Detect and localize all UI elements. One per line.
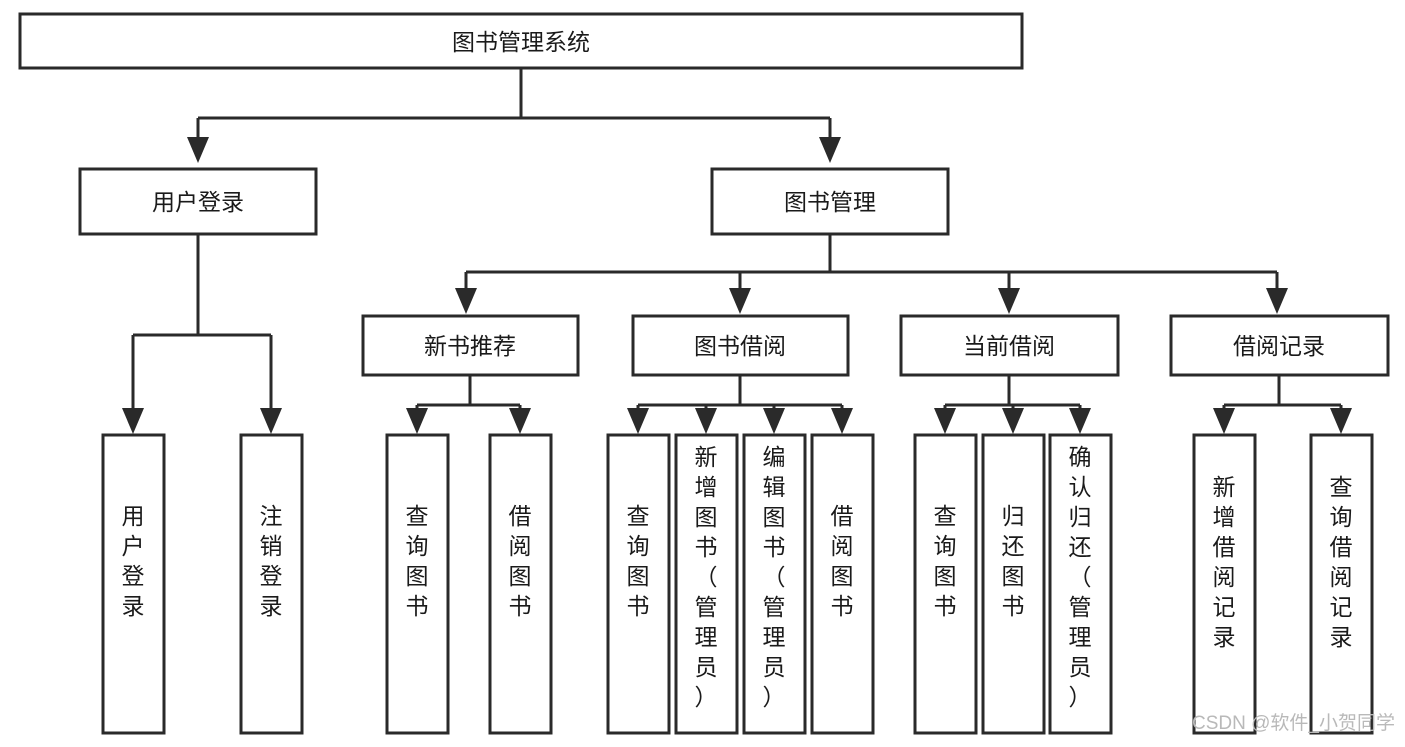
connector-group-current-borrow — [934, 375, 1091, 434]
connector-group-borrow-record — [1213, 375, 1352, 434]
arrow-bm-to-new-book-recommend — [455, 288, 477, 314]
node-leaf-user-login-label: 用户登录 — [122, 503, 145, 619]
arrow-cb-leaf-1 — [1002, 408, 1024, 434]
node-leaf-query-book-3-box[interactable] — [913, 433, 978, 735]
node-root-label: 图书管理系统 — [452, 29, 590, 55]
node-leaf-borrow-book-2[interactable]: 借阅图书 — [810, 433, 875, 735]
csdn-watermark: CSDN @软件_小贺同学 — [1192, 712, 1395, 734]
arrow-br-leaf-0 — [1213, 408, 1235, 434]
arrow-nbr-leaf-1 — [509, 408, 531, 434]
node-leaf-logout-box[interactable] — [239, 433, 304, 735]
connector-group-book-borrow — [627, 375, 853, 434]
node-leaf-return-book[interactable]: 归还图书 — [981, 433, 1046, 735]
node-book-management-box[interactable] — [710, 167, 950, 236]
node-leaf-add-record[interactable]: 新增借阅记录 — [1192, 433, 1257, 735]
node-current-borrow-box[interactable] — [899, 314, 1120, 377]
node-leaf-query-record-label: 查询借阅记录 — [1330, 474, 1353, 650]
node-leaf-add-book-box[interactable] — [674, 433, 739, 735]
node-new-book-recommend[interactable]: 新书推荐 — [361, 314, 580, 377]
node-leaf-edit-book[interactable]: 编辑图书（管理员） — [742, 433, 807, 735]
arrow-br-leaf-1 — [1330, 408, 1352, 434]
arrow-bm-to-current-borrow — [998, 288, 1020, 314]
arrow-user-login-leaf-0 — [122, 408, 144, 434]
connector-group-book-management — [455, 234, 1288, 314]
node-leaf-confirm-return-box[interactable] — [1048, 433, 1113, 735]
node-leaf-query-book-3[interactable]: 查询图书 — [913, 433, 978, 735]
connector-group-new-book-recommend — [406, 375, 531, 434]
node-user-login-label: 用户登录 — [152, 189, 244, 215]
arrow-bb-leaf-1 — [695, 408, 717, 434]
node-leaf-confirm-return-label: 确认归还（管理员） — [1069, 444, 1092, 710]
node-leaf-user-login-box[interactable] — [101, 433, 166, 735]
node-leaf-query-book-1[interactable]: 查询图书 — [385, 433, 450, 735]
node-user-login[interactable]: 用户登录 — [78, 167, 318, 236]
node-leaf-borrow-book-2-label: 借阅图书 — [831, 503, 854, 619]
node-leaf-user-login[interactable]: 用户登录 — [101, 433, 166, 735]
node-leaf-query-book-2-label: 查询图书 — [627, 503, 650, 619]
node-leaf-query-book-2-box[interactable] — [606, 433, 671, 735]
node-new-book-recommend-label: 新书推荐 — [424, 333, 516, 359]
arrow-bm-to-borrow-record — [1266, 288, 1288, 314]
node-book-borrow[interactable]: 图书借阅 — [631, 314, 850, 377]
node-leaf-query-record[interactable]: 查询借阅记录 — [1309, 433, 1374, 735]
connector-group-root — [187, 68, 841, 163]
node-leaf-logout-label: 注销登录 — [260, 503, 283, 619]
node-new-book-recommend-box[interactable] — [361, 314, 580, 377]
node-leaf-confirm-return[interactable]: 确认归还（管理员） — [1048, 433, 1113, 735]
node-book-borrow-box[interactable] — [631, 314, 850, 377]
node-borrow-record-box[interactable] — [1169, 314, 1390, 377]
node-leaf-query-book-3-label: 查询图书 — [934, 503, 957, 619]
node-root-box[interactable] — [18, 12, 1024, 70]
node-leaf-query-record-box[interactable] — [1309, 433, 1374, 735]
arrow-root-to-book-management — [819, 137, 841, 163]
arrow-bb-leaf-3 — [831, 408, 853, 434]
arrow-bb-leaf-0 — [627, 408, 649, 434]
node-leaf-query-book-1-label: 查询图书 — [406, 503, 429, 619]
connector-group-user-login — [122, 234, 282, 434]
node-current-borrow-label: 当前借阅 — [963, 333, 1055, 359]
node-user-login-box[interactable] — [78, 167, 318, 236]
node-leaf-edit-book-box[interactable] — [742, 433, 807, 735]
node-book-management[interactable]: 图书管理 — [710, 167, 950, 236]
arrow-bb-leaf-2 — [763, 408, 785, 434]
arrow-bm-to-book-borrow — [729, 288, 751, 314]
arrow-cb-leaf-2 — [1069, 408, 1091, 434]
node-leaf-borrow-book-1-box[interactable] — [488, 433, 553, 735]
node-leaf-return-book-box[interactable] — [981, 433, 1046, 735]
node-current-borrow[interactable]: 当前借阅 — [899, 314, 1120, 377]
arrow-root-to-user-login — [187, 137, 209, 163]
node-leaf-query-book-1-box[interactable] — [385, 433, 450, 735]
node-leaf-add-record-box[interactable] — [1192, 433, 1257, 735]
arrow-user-login-leaf-1 — [260, 408, 282, 434]
node-leaf-add-book-label: 新增图书（管理员） — [695, 444, 718, 710]
node-root[interactable]: 图书管理系统 — [18, 12, 1024, 70]
node-leaf-borrow-book-1[interactable]: 借阅图书 — [488, 433, 553, 735]
node-book-borrow-label: 图书借阅 — [694, 333, 786, 359]
node-borrow-record-label: 借阅记录 — [1233, 333, 1325, 359]
node-leaf-logout[interactable]: 注销登录 — [239, 433, 304, 735]
arrow-nbr-leaf-0 — [406, 408, 428, 434]
node-leaf-add-record-label: 新增借阅记录 — [1213, 474, 1236, 650]
node-leaf-borrow-book-1-label: 借阅图书 — [509, 503, 532, 619]
node-book-management-label: 图书管理 — [784, 189, 876, 215]
node-borrow-record[interactable]: 借阅记录 — [1169, 314, 1390, 377]
node-leaf-edit-book-label: 编辑图书（管理员） — [763, 444, 786, 710]
node-leaf-add-book[interactable]: 新增图书（管理员） — [674, 433, 739, 735]
node-leaf-borrow-book-2-box[interactable] — [810, 433, 875, 735]
arrow-cb-leaf-0 — [934, 408, 956, 434]
node-leaf-return-book-label: 归还图书 — [1002, 503, 1025, 619]
node-leaf-query-book-2[interactable]: 查询图书 — [606, 433, 671, 735]
